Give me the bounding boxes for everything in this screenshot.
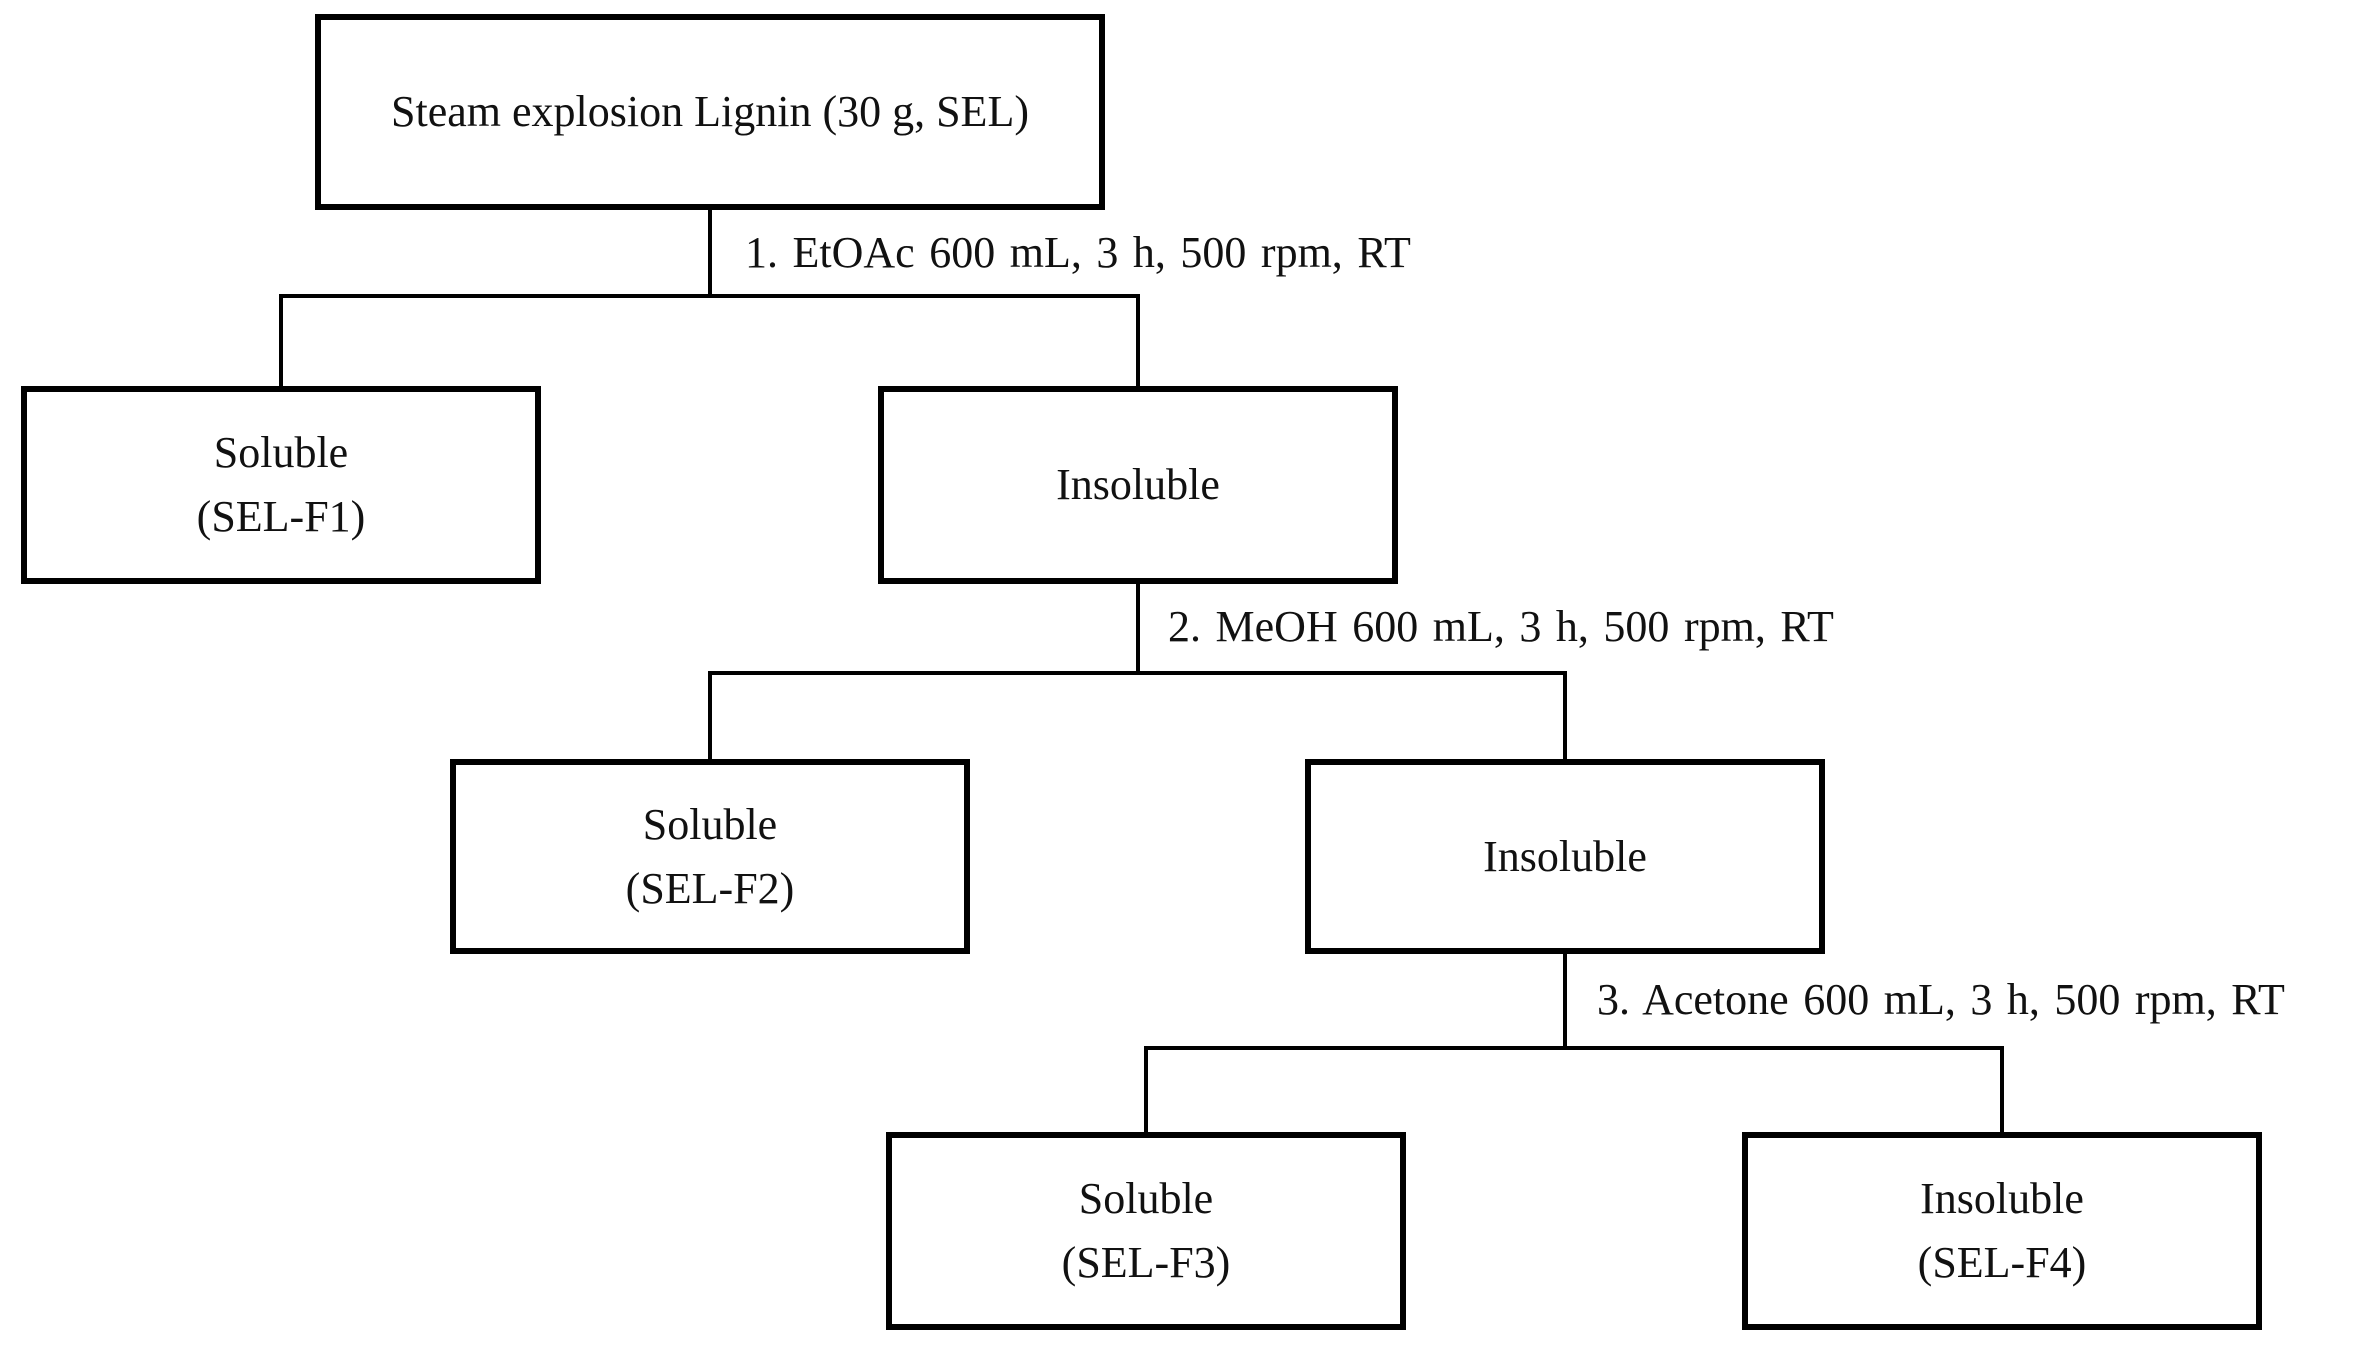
branch3-line <box>1144 1046 2004 1050</box>
step1-conditions-label: 1. EtOAc 600 mL, 3 h, 500 rpm, RT <box>745 228 1411 277</box>
edge-branch1-to-insoluble1 <box>1136 294 1140 390</box>
node-soluble-sel-f1-line2: (SEL-F1) <box>196 492 366 541</box>
edge-branch1-to-sel-f1 <box>279 294 283 390</box>
edge-branch3-to-sel-f4 <box>2000 1046 2004 1136</box>
node-insoluble-after-meoh: Insoluble <box>1305 759 1825 954</box>
node-insoluble-sel-f4: Insoluble (SEL-F4) <box>1742 1132 2262 1330</box>
edge-insoluble2-to-branch3 <box>1563 950 1567 1050</box>
edge-insoluble1-to-branch2 <box>1136 580 1140 675</box>
node-insoluble-after-etoac-label: Insoluble <box>1056 460 1220 510</box>
edge-branch3-to-sel-f3 <box>1144 1046 1148 1136</box>
edge-branch2-to-sel-f2 <box>708 671 712 763</box>
node-soluble-sel-f2-line2: (SEL-F2) <box>625 863 795 913</box>
node-steam-explosion-lignin-label: Steam explosion Lignin (30 g, SEL) <box>391 87 1029 137</box>
edge-root-to-branch1 <box>708 208 712 298</box>
edge-branch2-to-insoluble2 <box>1563 671 1567 763</box>
node-soluble-sel-f1: Soluble (SEL-F1) <box>21 386 541 584</box>
node-soluble-sel-f3: Soluble (SEL-F3) <box>886 1132 1406 1330</box>
branch2-line <box>708 671 1567 675</box>
node-soluble-sel-f3-line2: (SEL-F3) <box>1061 1238 1231 1287</box>
node-insoluble-sel-f4-line2: (SEL-F4) <box>1917 1238 2087 1287</box>
branch1-line <box>279 294 1140 298</box>
node-soluble-sel-f3-line1: Soluble <box>1078 1174 1214 1224</box>
node-soluble-sel-f1-line1: Soluble <box>213 428 349 478</box>
node-insoluble-after-meoh-label: Insoluble <box>1483 831 1647 881</box>
node-insoluble-after-etoac: Insoluble <box>878 386 1398 584</box>
step3-conditions-label: 3. Acetone 600 mL, 3 h, 500 rpm, RT <box>1597 975 2285 1024</box>
node-steam-explosion-lignin: Steam explosion Lignin (30 g, SEL) <box>315 14 1105 210</box>
node-soluble-sel-f2-line1: Soluble <box>642 799 778 849</box>
node-insoluble-sel-f4-line1: Insoluble <box>1920 1174 2084 1224</box>
step2-conditions-label: 2. MeOH 600 mL, 3 h, 500 rpm, RT <box>1168 602 1834 651</box>
node-soluble-sel-f2: Soluble (SEL-F2) <box>450 759 970 954</box>
